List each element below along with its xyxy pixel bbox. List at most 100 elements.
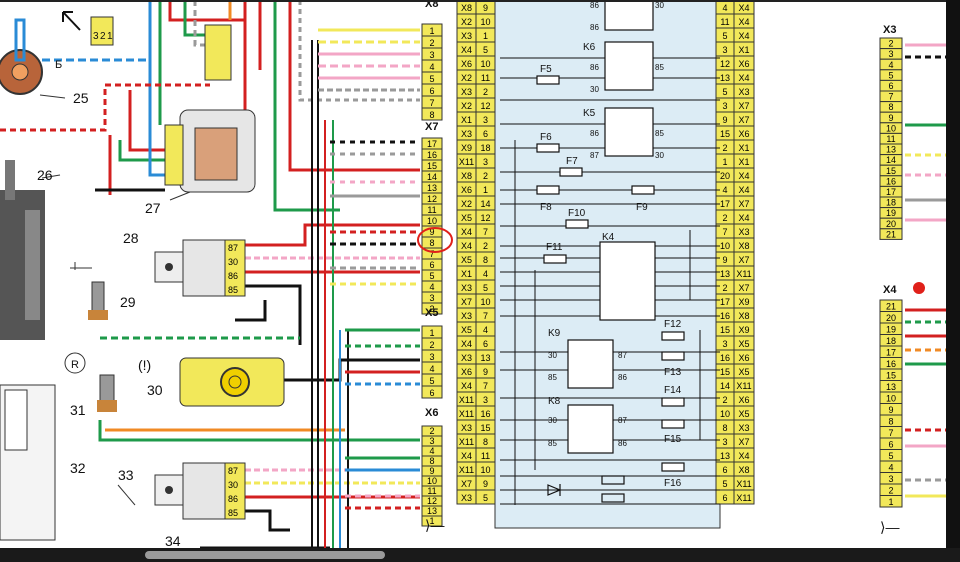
relay-33: 87 30 86 85 [117,462,246,520]
ignition-coil [0,18,66,99]
svg-text:X3: X3 [883,24,896,36]
block-left-label: X4 [461,227,472,237]
svg-text:F15: F15 [664,434,682,445]
x7-pin-label: 3 [429,293,434,303]
block-diodes [547,475,625,503]
x7-pin-cell [421,302,443,315]
x3-pin-label: 17 [886,187,896,197]
svg-text:85: 85 [548,373,557,382]
block-right-label: 17 [720,297,730,307]
block-left-label: X3 [461,87,472,97]
block-left-label: 6 [483,129,488,139]
x7-pin-label: 9 [429,227,434,237]
x7-pin-label: 15 [427,161,437,171]
block-left-label: 15 [480,423,490,433]
svg-text:F8: F8 [540,202,552,213]
block-left-label: X2 [461,101,472,111]
block-right-label: X1 [738,45,749,55]
block-left-label: X11 [459,395,474,405]
svg-text:X7: X7 [425,121,438,133]
block-right-label: 1 [722,157,727,167]
window-right-edge [946,0,960,548]
block-right-label: X1 [738,157,749,167]
block-right-label: 11 [720,17,729,27]
block-left-label: X3 [461,283,472,293]
svg-text:30: 30 [590,85,599,94]
block-left-label: 1 [483,185,488,195]
block-right-label: X5 [738,367,749,377]
block-left-label: 1 [483,31,488,41]
scrollbar-thumb[interactable] [145,551,385,559]
x4-pin-label: 18 [886,336,896,346]
block-left-label: 12 [480,101,490,111]
x6-pin-label: 12 [427,496,437,506]
svg-text:86: 86 [618,439,627,448]
block-right-label: 3 [722,339,727,349]
block-left-label: 14 [480,199,490,209]
block-right-label: X3 [738,87,749,97]
block-left-label: X3 [461,129,472,139]
x3-pin-label: 19 [886,208,896,218]
block-right-label: 13 [720,269,730,279]
callout-30: 30 [147,382,163,398]
block-left-label: X7 [461,479,472,489]
block-left-label: X2 [461,17,472,27]
x8-pin-label: 8 [429,110,434,120]
x3-pin-label: 20 [886,219,896,229]
svg-text:X6: X6 [425,407,438,419]
x4-pin-label: 20 [886,313,896,323]
block-right-label: 8 [722,423,727,433]
block-left-label: X5 [461,325,472,335]
svg-text:F6: F6 [540,132,552,143]
x6-pin-label: 2 [429,426,434,436]
block-right-label: 5 [722,31,727,41]
block-relay-labels: K6 K5 K4 K9 K8 86 30 86 86 85 30 86 85 8… [548,1,664,448]
x7-pin-label: 17 [427,139,437,149]
block-right-label: 2 [722,395,727,405]
block-right-label: X4 [738,31,749,41]
warning-switch [179,357,285,407]
block-left-label: 10 [480,17,490,27]
block-right-label: 17 [720,199,730,209]
block-left-label: 9 [483,367,488,377]
block-right-label: 12 [720,59,730,69]
svg-text:86: 86 [590,1,599,10]
x3-pin-label: 6 [888,81,893,91]
svg-text:X8: X8 [425,0,438,10]
block-right-label: 15 [720,367,730,377]
x4-pin-label: 6 [888,440,893,450]
block-left-label: X8 [461,3,472,13]
block-right-label: 3 [722,437,727,447]
block-right-cell [733,489,755,505]
block-left-label: 2 [483,171,488,181]
block-right-label: X6 [738,59,749,69]
x4-pin-label: 13 [886,382,896,392]
x3-pin-label: 8 [888,102,893,112]
callout-34: 34 [165,533,181,549]
block-right-label: 6 [722,465,727,475]
block-left-label: 11 [481,451,490,461]
horizontal-scrollbar[interactable] [0,548,960,562]
svg-text:86: 86 [590,63,599,72]
pointer-arrow [62,11,81,31]
block-right-label: X11 [736,269,751,279]
x7-pin-label: 7 [429,249,434,259]
svg-text:87: 87 [618,351,627,360]
block-left-label: 10 [480,465,490,475]
block-right-label: 20 [720,171,730,181]
x3-pin-label: 9 [888,113,893,123]
x7-pin-label: 16 [427,150,437,160]
x4-pin-label: 8 [888,417,893,427]
x6-pin-label: 1 [429,516,434,526]
block-right-label: X4 [738,171,749,181]
svg-text:F10: F10 [568,208,586,219]
block-left-label: X11 [459,409,474,419]
x6-pin-label: 9 [429,466,434,476]
x8-pin-cell [421,107,443,121]
